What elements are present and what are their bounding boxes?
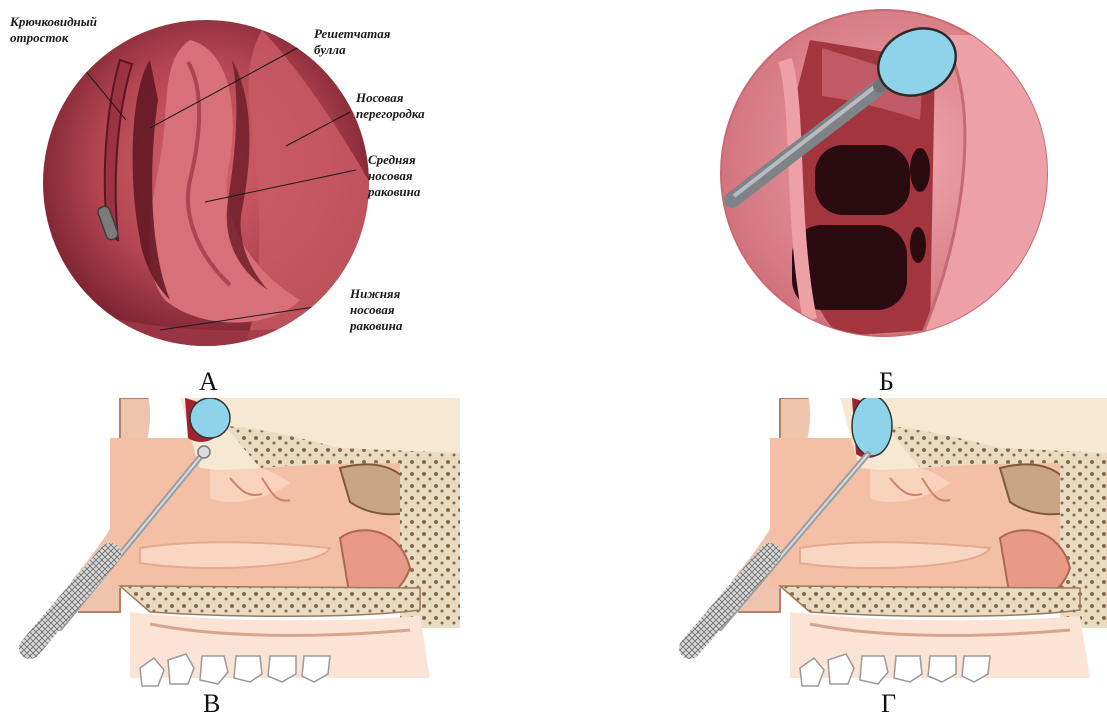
balloon-inflated	[852, 398, 892, 456]
panel-b-illustration	[560, 0, 1107, 400]
panel-a-illustration	[0, 0, 560, 400]
balloon	[190, 398, 230, 438]
hard-palate	[120, 586, 420, 616]
panel-c: В	[0, 398, 560, 720]
label-nasal-septum: Носовая перегородка	[356, 90, 425, 122]
label-uncinate-process: Крючковидный отросток	[10, 14, 97, 46]
panel-a: Крючковидный отросток Решетчатая булла Н…	[0, 0, 560, 400]
label-middle-turbinate: Средняя носовая раковина	[368, 152, 420, 200]
sinus-opening-upper	[815, 145, 910, 215]
label-inferior-turbinate: Нижняя носовая раковина	[350, 286, 402, 334]
panel-label-b: Б	[879, 368, 894, 396]
panel-d: Г	[560, 398, 1107, 720]
panel-label-d: Г	[881, 690, 896, 718]
panel-b: Б	[560, 0, 1107, 400]
hard-palate	[780, 586, 1080, 616]
panel-c-illustration	[0, 398, 560, 720]
panel-label-a: А	[199, 368, 218, 396]
panel-label-c: В	[203, 690, 220, 718]
label-ethmoid-bulla: Решетчатая булла	[314, 26, 390, 58]
panel-d-illustration	[560, 398, 1107, 720]
